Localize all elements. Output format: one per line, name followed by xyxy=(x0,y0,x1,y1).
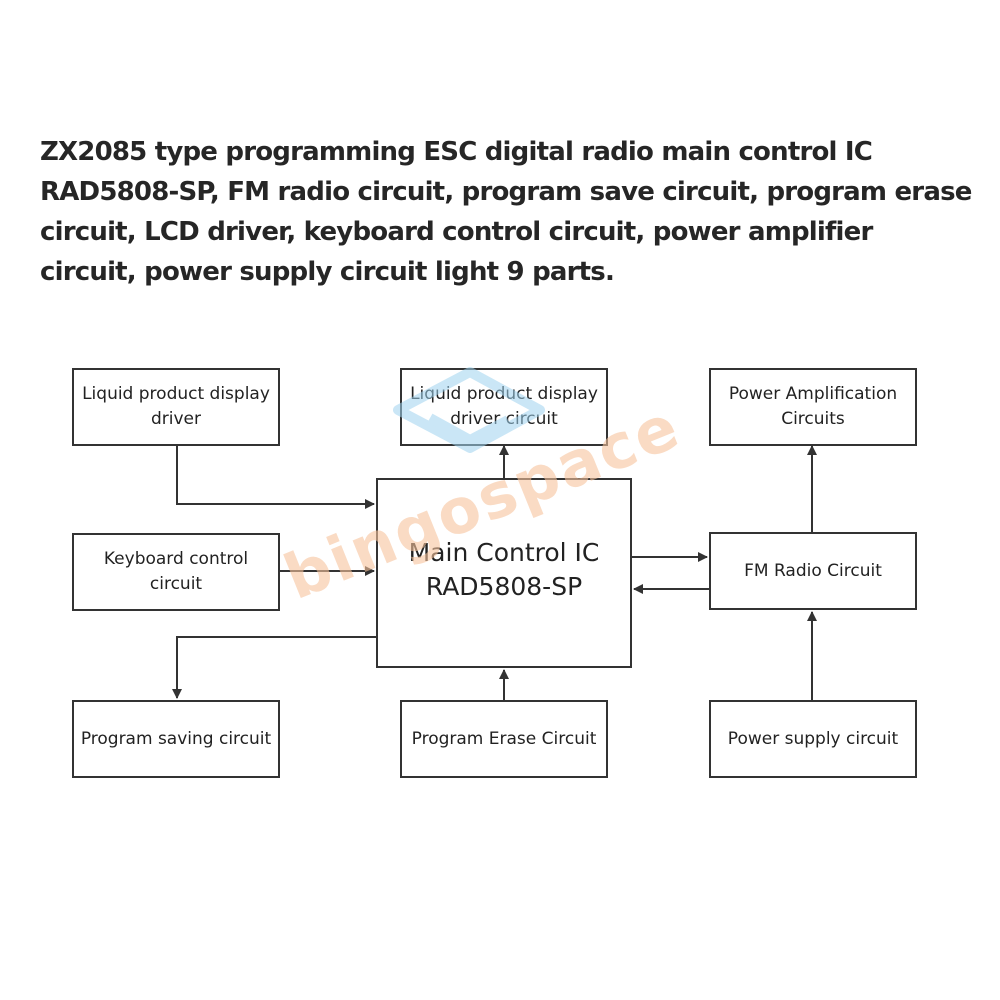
box-fm-radio: FM Radio Circuit xyxy=(709,532,917,610)
box-lcd-display-driver-circuit-label: Liquid product display driver circuit xyxy=(410,384,598,429)
box-power-supply: Power supply circuit xyxy=(709,700,917,778)
box-lcd-display-driver-circuit: Liquid product display driver circuit xyxy=(400,368,608,446)
box-program-erase-label: Program Erase Circuit xyxy=(411,728,597,749)
box-main-control-ic: Main Control IC RAD5808-SP xyxy=(376,478,632,668)
box-keyboard-control-label: Keyboard control circuit xyxy=(103,549,249,594)
box-program-saving-label: Program saving circuit xyxy=(80,728,272,749)
box-power-supply-label: Power supply circuit xyxy=(727,728,899,749)
box-power-amplification: Power Amplification Circuits xyxy=(709,368,917,446)
arrow-main-ic-to-program-saving xyxy=(172,636,376,699)
box-lcd-display-driver-label: Liquid product display driver xyxy=(82,384,270,429)
arrow-lcd-driver-to-main-ic xyxy=(176,445,375,509)
box-program-saving: Program saving circuit xyxy=(72,700,280,778)
box-fm-radio-label: FM Radio Circuit xyxy=(744,560,882,581)
box-power-amplification-label: Power Amplification Circuits xyxy=(728,384,898,429)
box-main-control-ic-label: Main Control IC RAD5808-SP xyxy=(408,538,600,601)
page-heading: ZX2085 type programming ESC digital radi… xyxy=(40,137,972,287)
box-lcd-display-driver: Liquid product display driver xyxy=(72,368,280,446)
box-keyboard-control: Keyboard control circuit xyxy=(72,533,280,611)
box-program-erase: Program Erase Circuit xyxy=(400,700,608,778)
